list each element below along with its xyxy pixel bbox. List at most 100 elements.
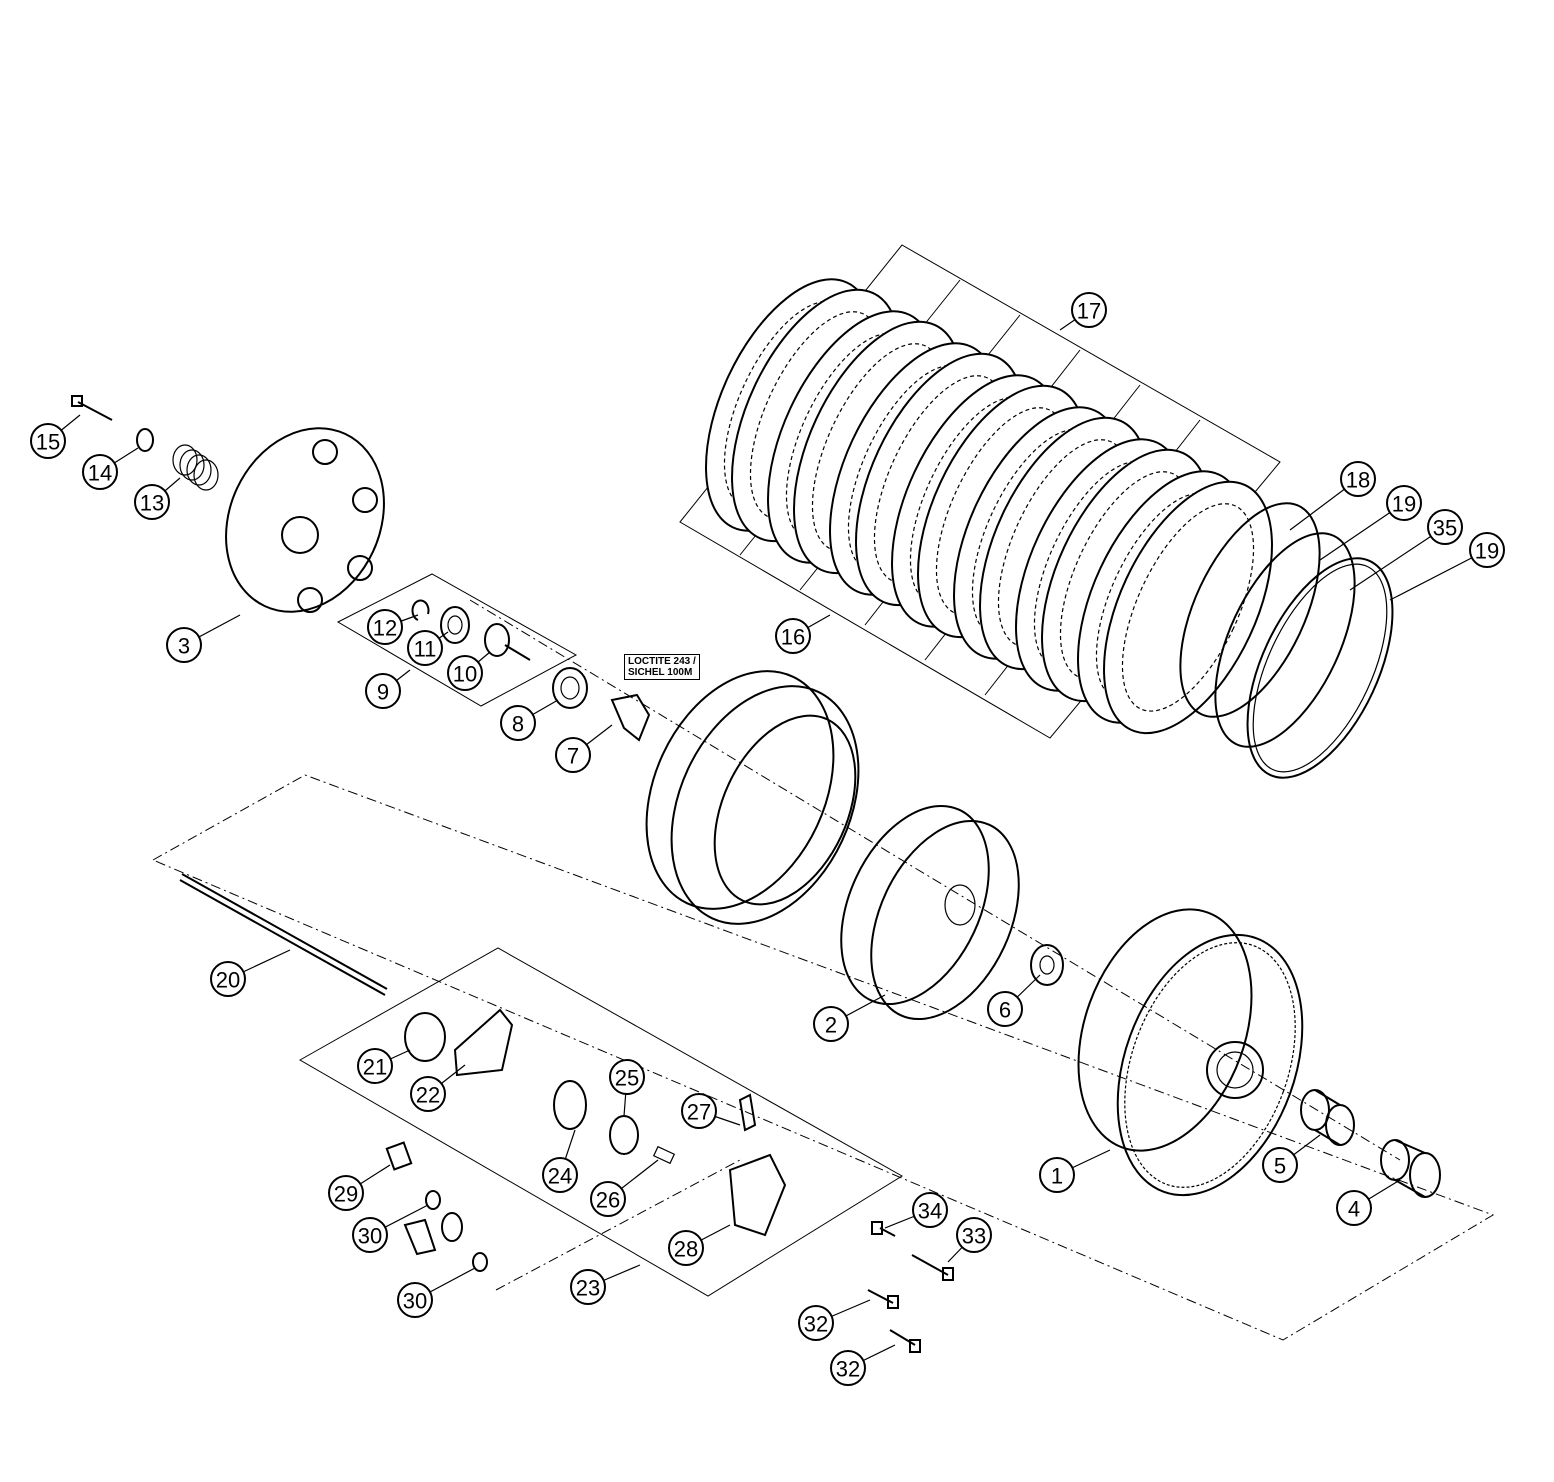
callout-circle: [830, 1350, 866, 1386]
callout-19: 19: [1469, 532, 1505, 568]
callout-circle: [328, 1175, 364, 1211]
callout-number: 30: [403, 1289, 427, 1314]
callout-26: 26: [590, 1181, 626, 1217]
clutch-basket: [1077, 908, 1304, 1197]
callout-number: 21: [363, 1055, 387, 1080]
callout-30: 30: [352, 1217, 388, 1253]
callout-circle: [570, 1269, 606, 1305]
callout-18: 18: [1340, 461, 1376, 497]
banjo-parts: [385, 1141, 488, 1272]
callout-circle: [1071, 292, 1107, 328]
callout-circle: [813, 1006, 849, 1042]
callout-32: 32: [798, 1305, 834, 1341]
leader-line: [1389, 549, 1488, 601]
inner-hub: [840, 804, 1020, 1021]
callout-number: 6: [999, 998, 1011, 1023]
callout-number: 22: [416, 1083, 440, 1108]
callout-number: 14: [88, 461, 112, 486]
callout-3: 3: [166, 627, 202, 663]
callout-19: 19: [1386, 485, 1422, 521]
callout-circle: [1469, 532, 1505, 568]
callout-number: 29: [334, 1182, 358, 1207]
callout-7: 7: [555, 737, 591, 773]
callout-13: 13: [134, 484, 170, 520]
bearing-group-box: [336, 573, 578, 707]
note-line-1: LOCTITE 243 /: [628, 656, 696, 667]
callout-number: 27: [687, 1100, 711, 1125]
callout-circle: [447, 655, 483, 691]
callout-circle: [1336, 1190, 1372, 1226]
callout-circle: [912, 1192, 948, 1228]
callout-15: 15: [30, 423, 66, 459]
callout-number: 15: [36, 430, 60, 455]
callout-number: 17: [1077, 299, 1101, 324]
callout-21: 21: [357, 1048, 393, 1084]
callout-number: 7: [567, 744, 579, 769]
callout-number: 25: [615, 1066, 639, 1091]
callout-number: 3: [178, 634, 190, 659]
clutch-plates: [705, 278, 1273, 735]
callout-32: 32: [830, 1350, 866, 1386]
callout-circle: [956, 1217, 992, 1253]
callout-25: 25: [609, 1059, 645, 1095]
callout-number: 20: [216, 968, 240, 993]
callout-30: 30: [397, 1282, 433, 1318]
callout-number: 33: [962, 1224, 986, 1249]
slave-cylinder-body: [728, 1153, 787, 1237]
callout-4: 4: [1336, 1190, 1372, 1226]
callout-22: 22: [410, 1076, 446, 1112]
o-ring: [404, 1012, 446, 1062]
callout-circle: [668, 1230, 704, 1266]
plate-stack: [645, 670, 860, 925]
note-line-2: SICHEL 100M: [628, 667, 693, 678]
callout-number: 32: [836, 1357, 860, 1382]
callout-35: 35: [1427, 509, 1463, 545]
callout-number: 23: [576, 1276, 600, 1301]
bolt-spring-washer: [71, 395, 219, 491]
callout-20: 20: [210, 961, 246, 997]
callout-24: 24: [542, 1157, 578, 1193]
callout-number: 10: [453, 662, 477, 687]
callout-12: 12: [367, 609, 403, 645]
callout-circle: [397, 1282, 433, 1318]
callout-circle: [82, 454, 118, 490]
callout-circle: [357, 1048, 393, 1084]
slave-cylinder-group-box: [298, 947, 903, 1297]
callout-17: 17: [1071, 292, 1107, 328]
callout-number: 13: [140, 491, 164, 516]
callout-34: 34: [912, 1192, 948, 1228]
callout-number: 30: [358, 1224, 382, 1249]
callout-circle: [681, 1093, 717, 1129]
callout-number: 35: [1433, 516, 1457, 541]
needle-bearing: [1300, 1089, 1355, 1146]
callout-circle: [30, 423, 66, 459]
callout-8: 8: [500, 705, 536, 741]
callout-circle: [555, 737, 591, 773]
callout-number: 18: [1346, 468, 1370, 493]
callout-28: 28: [668, 1230, 704, 1266]
gasket: [453, 1008, 514, 1077]
callout-circle: [775, 618, 811, 654]
callout-circle: [410, 1076, 446, 1112]
callout-number: 26: [596, 1188, 620, 1213]
callout-circle: [1427, 509, 1463, 545]
callout-circle: [407, 630, 443, 666]
callout-number: 9: [377, 680, 389, 705]
callout-circle: [1386, 485, 1422, 521]
loctite-note: LOCTITE 243 / SICHEL 100M: [624, 654, 700, 680]
callout-number: 5: [1274, 1154, 1286, 1179]
callout-number: 19: [1392, 492, 1416, 517]
callout-circle: [365, 673, 401, 709]
callout-1: 1: [1039, 1157, 1075, 1193]
callout-circle: [134, 484, 170, 520]
spring: [652, 1145, 676, 1165]
friction-plate: [1121, 503, 1255, 712]
callout-number: 2: [825, 1013, 837, 1038]
callout-number: 24: [548, 1164, 572, 1189]
callout-number: 11: [414, 637, 437, 662]
callout-circle: [590, 1181, 626, 1217]
pressure-plate: [225, 427, 385, 613]
lock-washer: [610, 693, 651, 742]
rings: [1179, 502, 1394, 779]
